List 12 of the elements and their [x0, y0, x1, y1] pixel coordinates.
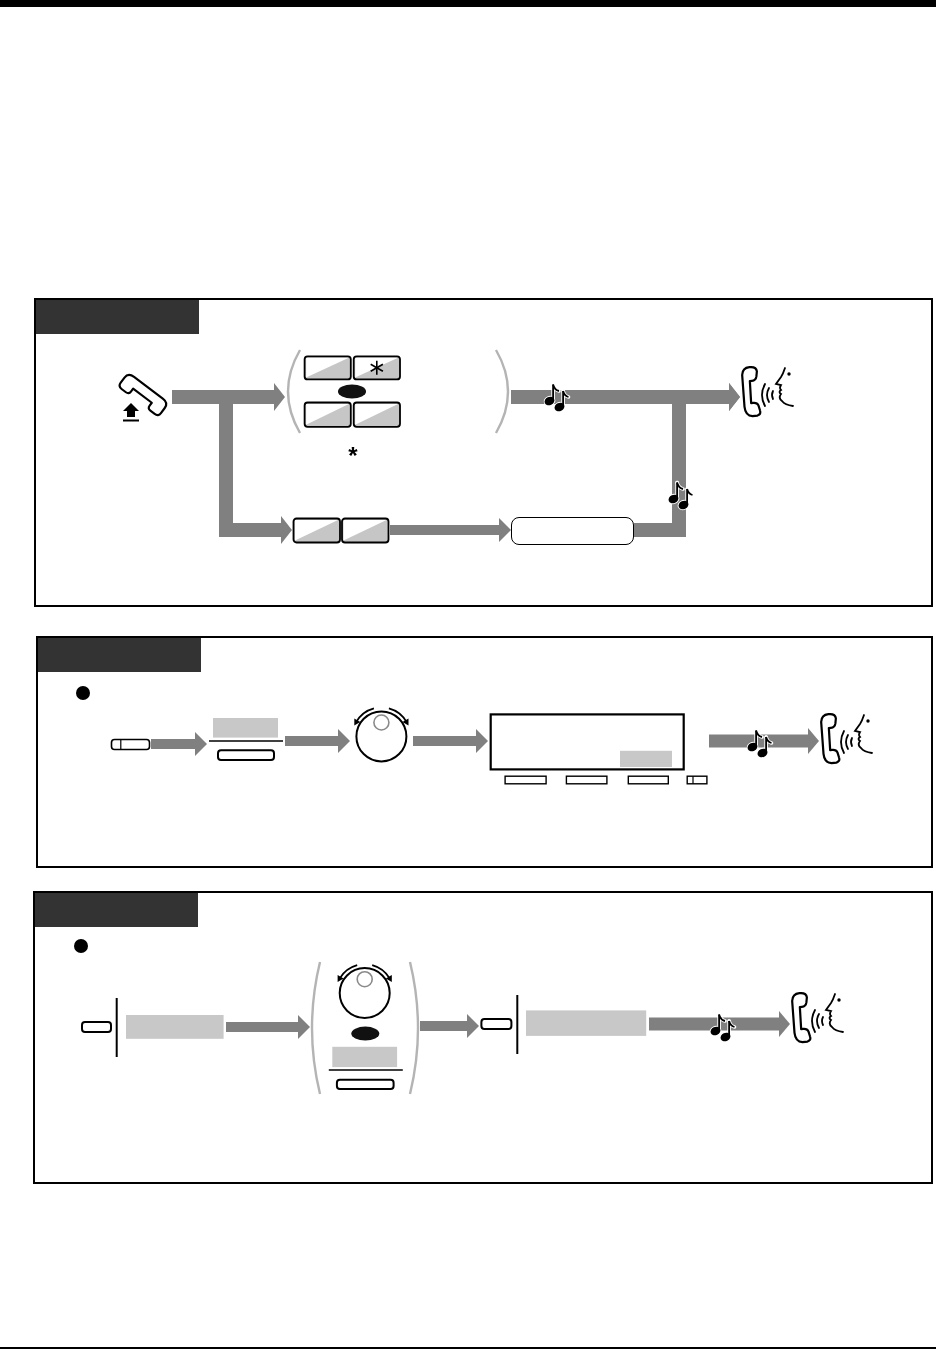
- arrow: [413, 729, 488, 753]
- panel: [33, 891, 933, 1184]
- arrow: [285, 729, 350, 753]
- rounded-frame: [511, 517, 634, 545]
- arrow: [390, 518, 511, 542]
- panel: [34, 298, 933, 607]
- arrow: [649, 1011, 790, 1037]
- arrow: [420, 1014, 479, 1038]
- panel: [36, 636, 933, 868]
- arrow: [226, 1015, 310, 1039]
- arrow: [151, 732, 207, 756]
- footnote-mark: *: [347, 444, 359, 468]
